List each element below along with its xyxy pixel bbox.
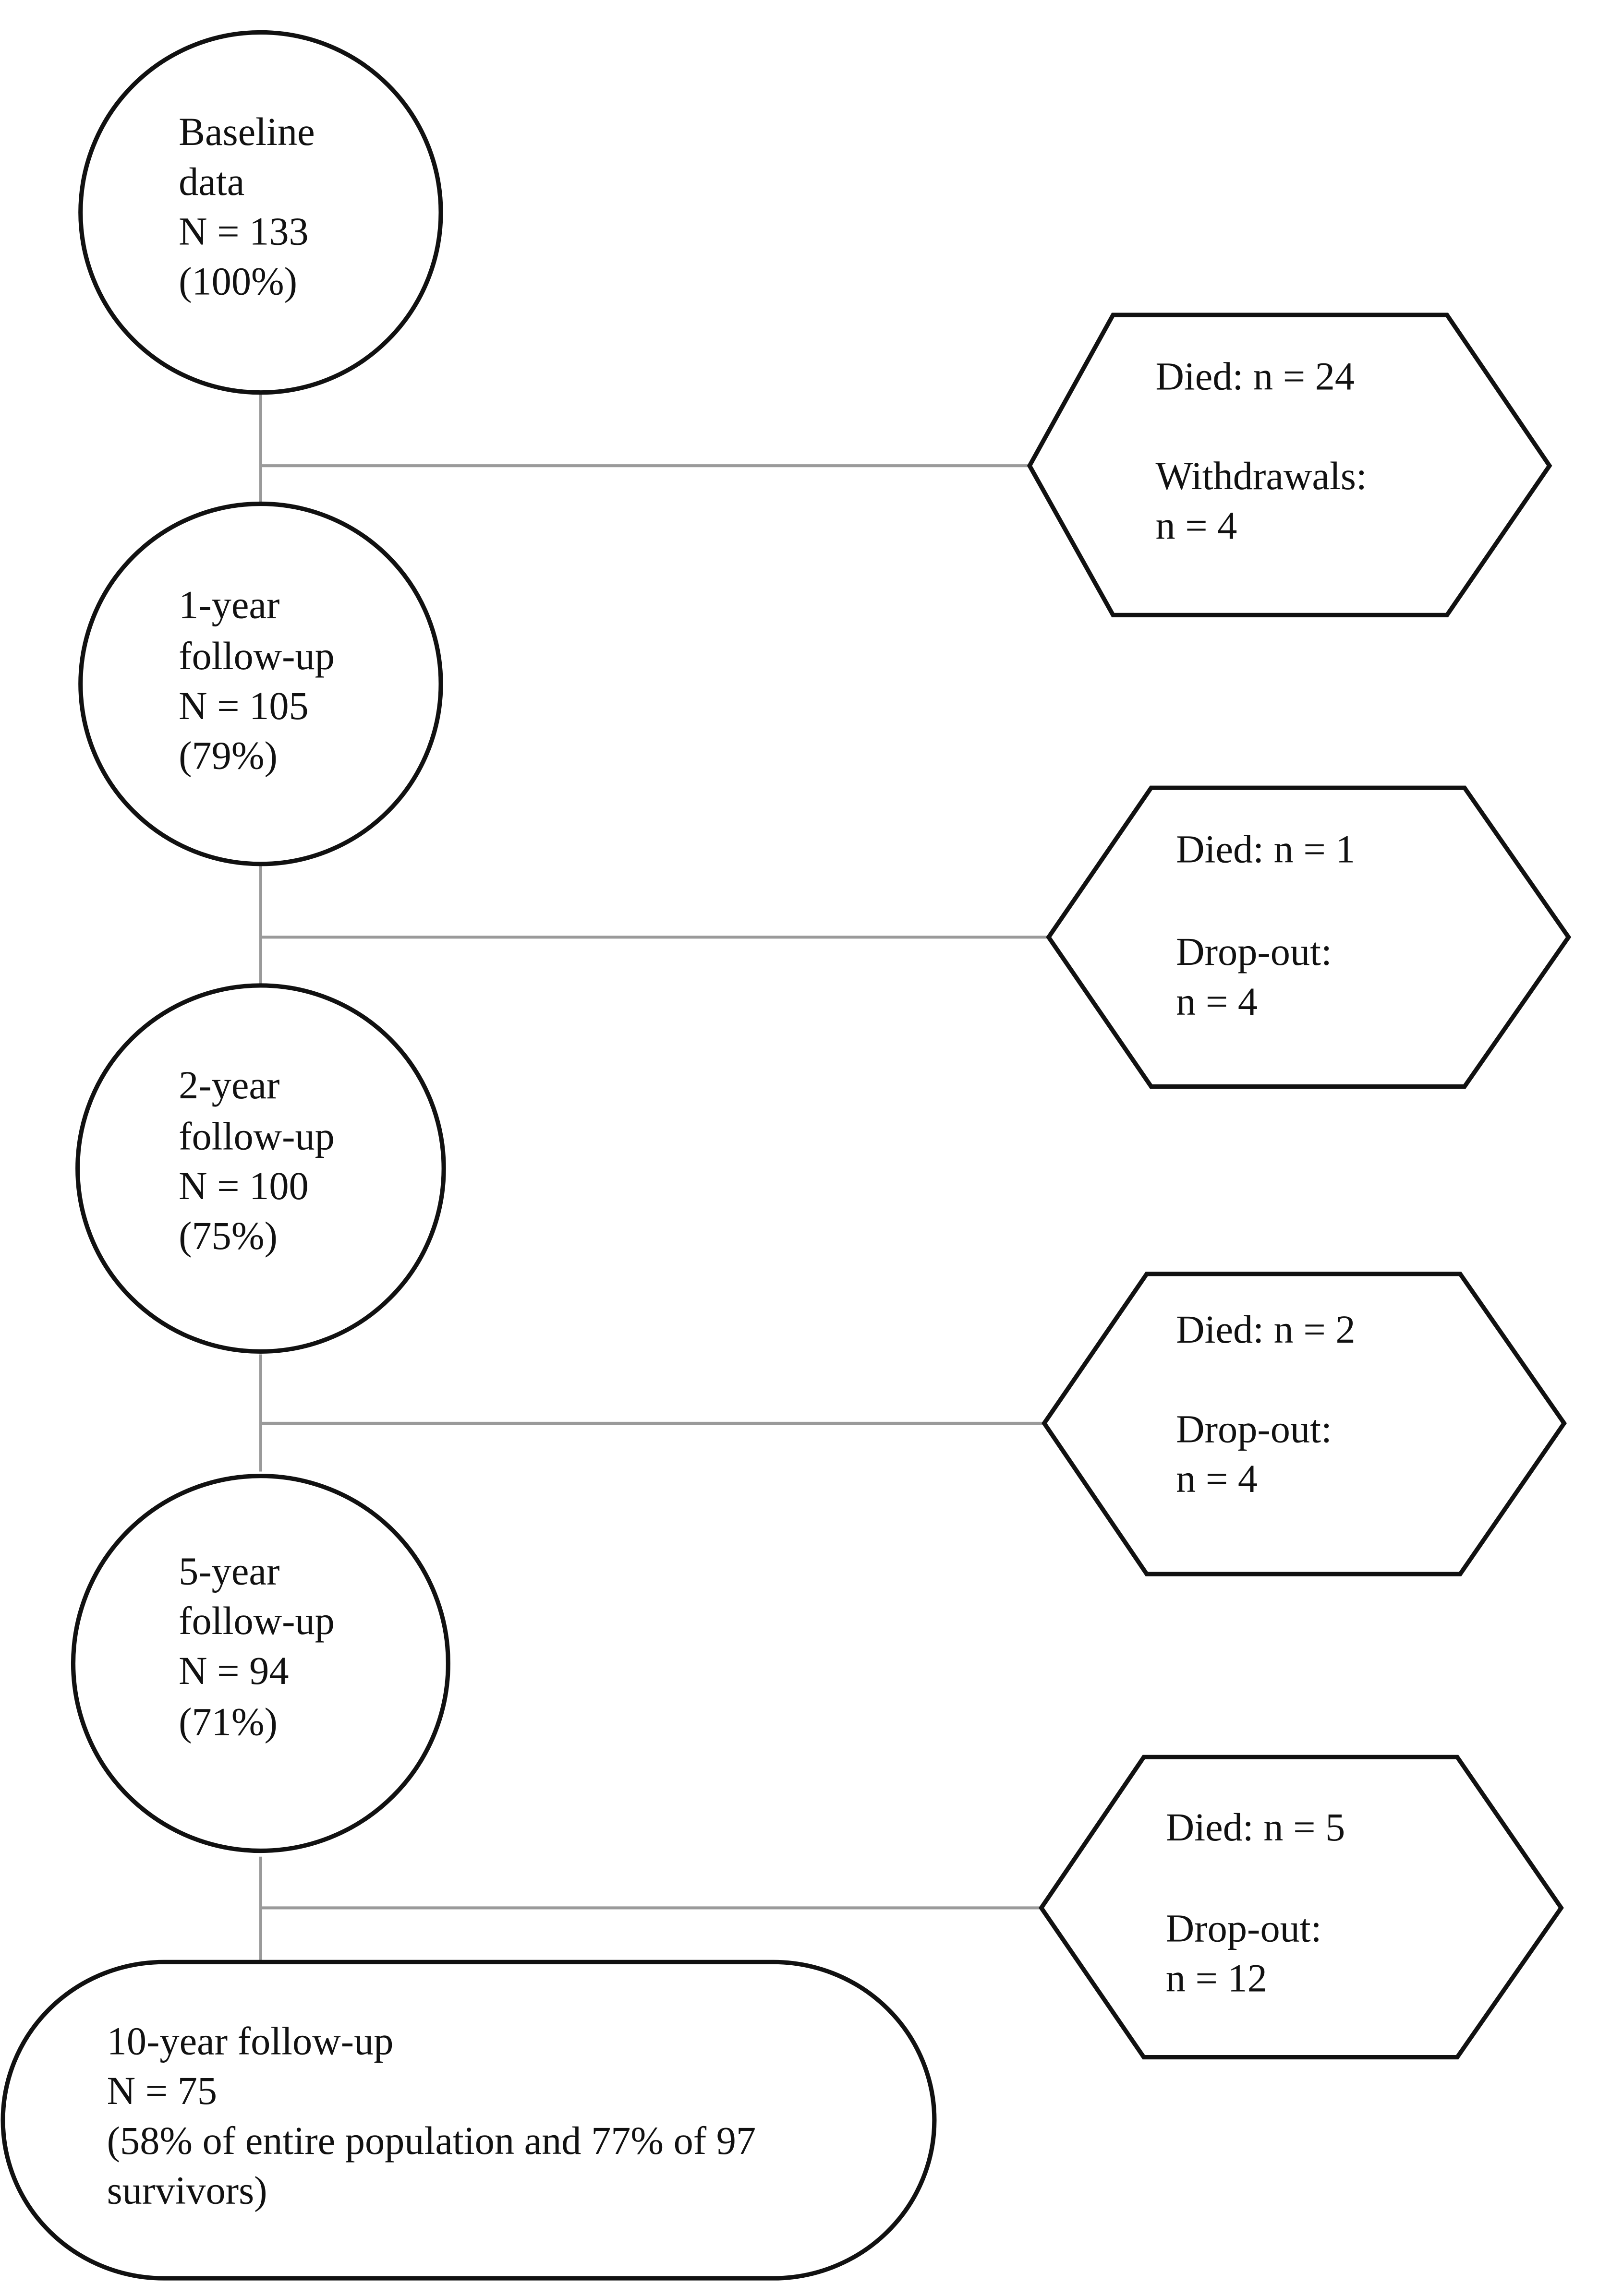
loss-box-1: Died: n = 24 Withdrawals: n = 4 — [1027, 313, 1552, 617]
stage-circle — [78, 501, 443, 866]
stage-text: 10-year follow-up — [107, 2019, 394, 2063]
stage-10-year: 10-year follow-up N = 75 (58% of entire … — [0, 1959, 937, 2281]
loss-died-text: Died: n = 24 — [1155, 355, 1355, 398]
stage-text: (100%) — [179, 259, 297, 303]
stage-baseline: Baseline data N = 133 (100%) — [78, 30, 443, 395]
loss-label-text: Drop-out: — [1176, 1407, 1332, 1451]
loss-label-text: Drop-out: — [1176, 930, 1332, 974]
loss-hexagon — [1027, 313, 1552, 617]
loss-count-text: n = 4 — [1155, 504, 1237, 548]
stage-text: N = 75 — [107, 2069, 217, 2113]
loss-count-text: n = 12 — [1166, 1956, 1267, 2000]
loss-died-text: Died: n = 1 — [1176, 828, 1355, 871]
stage-text: Baseline — [179, 110, 315, 154]
stage-circle — [75, 983, 446, 1354]
connectors — [259, 392, 1049, 1962]
loss-box-2: Died: n = 1 Drop-out: n = 4 — [1046, 785, 1572, 1089]
stage-text: data — [179, 160, 244, 204]
stage-circle — [78, 30, 443, 395]
loss-box-4: Died: n = 5 Drop-out: n = 12 — [1039, 1755, 1564, 2060]
stage-text: follow-up — [179, 1599, 335, 1643]
stage-text: (58% of entire population and 77% of 97 — [107, 2119, 756, 2163]
stage-text: N = 100 — [179, 1164, 309, 1208]
loss-label-text: Drop-out: — [1166, 1907, 1322, 1950]
loss-count-text: n = 4 — [1176, 1457, 1258, 1501]
stage-text: 5-year — [179, 1549, 279, 1593]
loss-hexagon — [1046, 785, 1572, 1089]
stage-text: N = 133 — [179, 210, 309, 253]
stage-text: (71%) — [179, 1700, 278, 1744]
stage-text: survivors) — [107, 2169, 267, 2212]
stage-circle — [71, 1474, 450, 1853]
stage-text: N = 105 — [179, 684, 309, 728]
stage-text: follow-up — [179, 634, 335, 678]
stage-text: follow-up — [179, 1115, 335, 1158]
stage-1-year: 1-year follow-up N = 105 (79%) — [78, 501, 443, 866]
stage-5-year: 5-year follow-up N = 94 (71%) — [71, 1474, 450, 1853]
stage-text: N = 94 — [179, 1649, 289, 1693]
loss-hexagon — [1039, 1755, 1564, 2060]
stage-text: 1-year — [179, 583, 279, 626]
loss-hexagon — [1042, 1272, 1567, 1576]
loss-box-3: Died: n = 2 Drop-out: n = 4 — [1042, 1272, 1567, 1576]
loss-died-text: Died: n = 5 — [1166, 1805, 1345, 1849]
stage-text: (79%) — [179, 734, 278, 778]
stage-text: 2-year — [179, 1063, 279, 1107]
stage-2-year: 2-year follow-up N = 100 (75%) — [75, 983, 446, 1354]
loss-count-text: n = 4 — [1176, 980, 1258, 1023]
loss-label-text: Withdrawals: — [1155, 454, 1367, 498]
stage-stadium — [0, 1959, 937, 2281]
loss-died-text: Died: n = 2 — [1176, 1308, 1355, 1351]
stage-text: (75%) — [179, 1214, 278, 1258]
